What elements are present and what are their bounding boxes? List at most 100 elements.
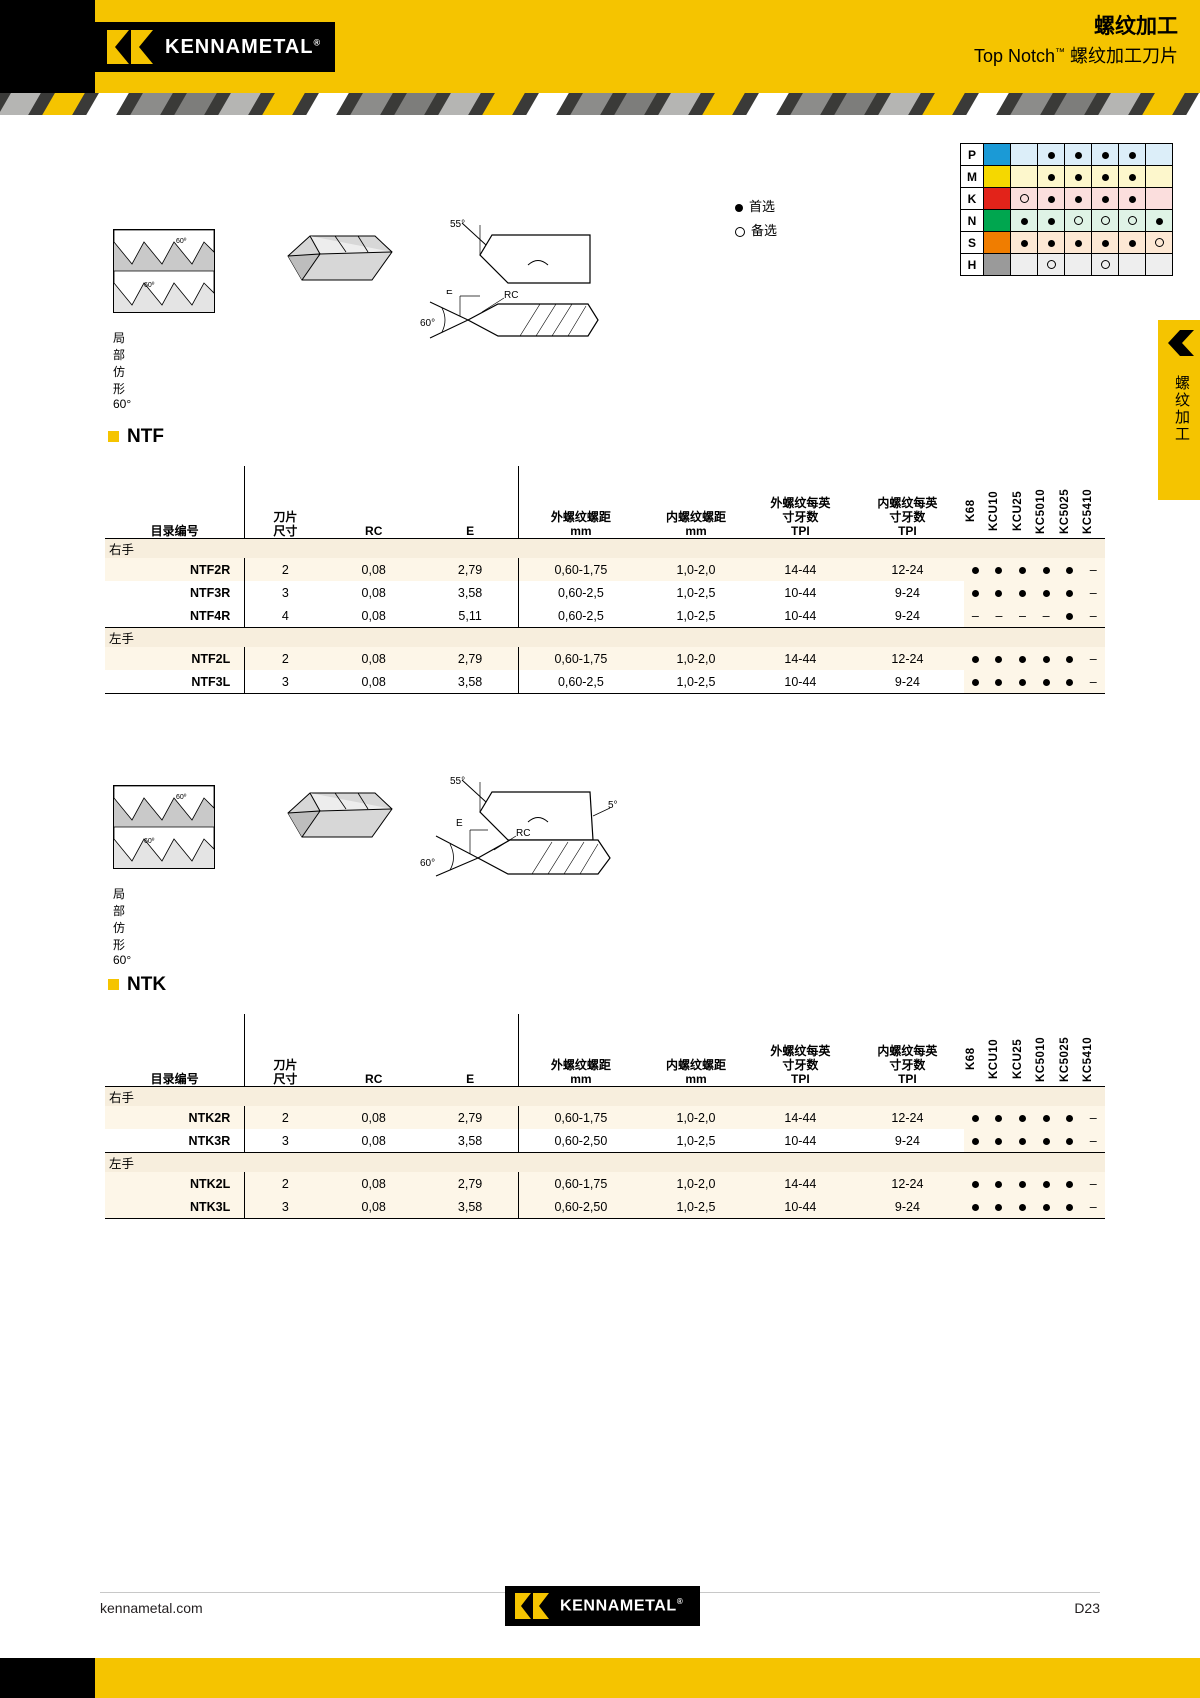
material-grade-cell <box>1091 165 1119 188</box>
footer-wordmark: KENNAMETAL® <box>560 1596 684 1615</box>
material-color-swatch <box>983 253 1011 276</box>
footer-url[interactable]: kennametal.com <box>100 1600 203 1616</box>
material-code-S: S <box>960 231 984 254</box>
data-cell: 3,58 <box>457 585 483 600</box>
material-grade-cell <box>1118 253 1146 276</box>
data-cell: 2,79 <box>457 651 483 666</box>
data-cell: 2 <box>244 558 326 581</box>
insert-top-view-icon-1: 55° <box>450 219 591 284</box>
data-cell: 1,0-2,5 <box>676 1133 716 1148</box>
grade-cell-K68 <box>963 647 988 670</box>
grade-header-K68: K68 <box>964 1047 977 1071</box>
catalog-number-cell: NTK3R <box>188 1133 231 1148</box>
data-cell: 1,0-2,5 <box>676 1199 716 1214</box>
footer-black-corner <box>0 1658 95 1698</box>
data-cell: 10-44 <box>784 608 817 623</box>
data-cell: 14-44 <box>784 1176 817 1191</box>
grade-cell-KC5010 <box>1034 1106 1058 1129</box>
material-row: P <box>960 143 1173 166</box>
col-header: 刀片尺寸 <box>244 466 326 539</box>
data-cell: 9-24 <box>894 1133 920 1148</box>
material-grade-cell <box>1118 143 1146 166</box>
angle-label-top: 60º <box>176 238 187 245</box>
angle-label-bottom: 60º <box>144 282 155 289</box>
material-color-swatch <box>983 209 1011 232</box>
thread-profile-icon-2: 60º 60º <box>114 786 214 868</box>
grade-header-KCU10: KCU10 <box>988 1038 1001 1080</box>
data-cell: 5,11 <box>458 608 482 623</box>
grade-cell-KCU10 <box>987 1195 1011 1219</box>
table-group-row: 左手 <box>105 627 1105 647</box>
grade-cell-KC5410: – <box>1081 581 1105 604</box>
material-grade-cell <box>1010 209 1038 232</box>
grade-cell-K68 <box>963 670 988 694</box>
profile-diagram-2: 60º 60º <box>113 785 215 869</box>
grade-cell-KC5025 <box>1057 581 1082 604</box>
data-cell: 0,08 <box>361 651 386 666</box>
grade-cell-KC5410: – <box>1081 604 1105 628</box>
profile-caption-1: 局部仿形 60° <box>113 331 132 411</box>
grade-cell-KCU10: – <box>987 604 1011 628</box>
insert-side-view-icon-1: E RC 60° <box>420 290 599 339</box>
material-row: K <box>960 187 1173 210</box>
grade-cell-KC5025 <box>1057 1172 1082 1195</box>
col-header: E <box>466 524 475 538</box>
data-cell: 9-24 <box>894 585 920 600</box>
data-cell: 0,60-2,50 <box>518 1195 643 1219</box>
kennametal-logo: KENNAMETAL® <box>95 22 335 72</box>
material-color-swatch <box>983 165 1011 188</box>
grade-cell-KC5010: – <box>1034 604 1058 628</box>
grade-cell-KCU25 <box>1010 1172 1035 1195</box>
grade-cell-KCU10 <box>987 558 1011 581</box>
material-grade-cell <box>1010 253 1038 276</box>
grade-cell-KC5410: – <box>1081 1129 1105 1153</box>
material-color-swatch <box>983 143 1011 166</box>
header-black-corner <box>0 0 95 93</box>
data-cell: 0,60-1,75 <box>518 647 643 670</box>
grade-header-KC5025: KC5025 <box>1058 1036 1071 1082</box>
material-color-swatch <box>983 231 1011 254</box>
col-header: E <box>466 1072 475 1086</box>
data-cell: 3,58 <box>457 1133 483 1148</box>
data-cell: 14-44 <box>784 562 817 577</box>
insert-3d-icon-2 <box>287 792 393 838</box>
material-grade-cell <box>1037 187 1065 210</box>
footer-band <box>0 1658 1200 1698</box>
data-cell: 3,58 <box>457 1199 483 1214</box>
group-label: 左手 <box>105 1152 1105 1172</box>
data-cell: 0,60-1,75 <box>518 1172 643 1195</box>
catalog-number-cell: NTF4R <box>189 608 231 623</box>
material-grade-cell <box>1091 253 1119 276</box>
data-cell: 2,79 <box>457 562 483 577</box>
grade-header-KC5410: KC5410 <box>1082 1036 1095 1082</box>
grade-cell-K68 <box>963 1106 988 1129</box>
data-cell: 0,60-1,75 <box>518 558 643 581</box>
data-cell: 0,08 <box>361 562 386 577</box>
data-cell: 0,60-2,5 <box>518 670 643 694</box>
material-grade-cell <box>1064 143 1092 166</box>
material-grade-cell <box>1010 143 1038 166</box>
material-row: S <box>960 231 1173 254</box>
grade-header-KCU10: KCU10 <box>988 490 1001 532</box>
data-cell: 0,08 <box>361 674 386 689</box>
grade-cell-KC5410: – <box>1081 558 1105 581</box>
grade-cell-KC5010 <box>1034 1129 1058 1153</box>
thread-profile-icon-1: 60º 60º <box>114 230 214 312</box>
grade-cell-KCU10 <box>987 1172 1011 1195</box>
grade-cell-KCU10 <box>987 1129 1011 1153</box>
material-code-P: P <box>960 143 984 166</box>
col-header: RC <box>365 1072 383 1086</box>
insert-side-view-icon-2: E RC 60° <box>420 818 611 877</box>
data-cell: 10-44 <box>784 585 817 600</box>
material-code-N: N <box>960 209 984 232</box>
